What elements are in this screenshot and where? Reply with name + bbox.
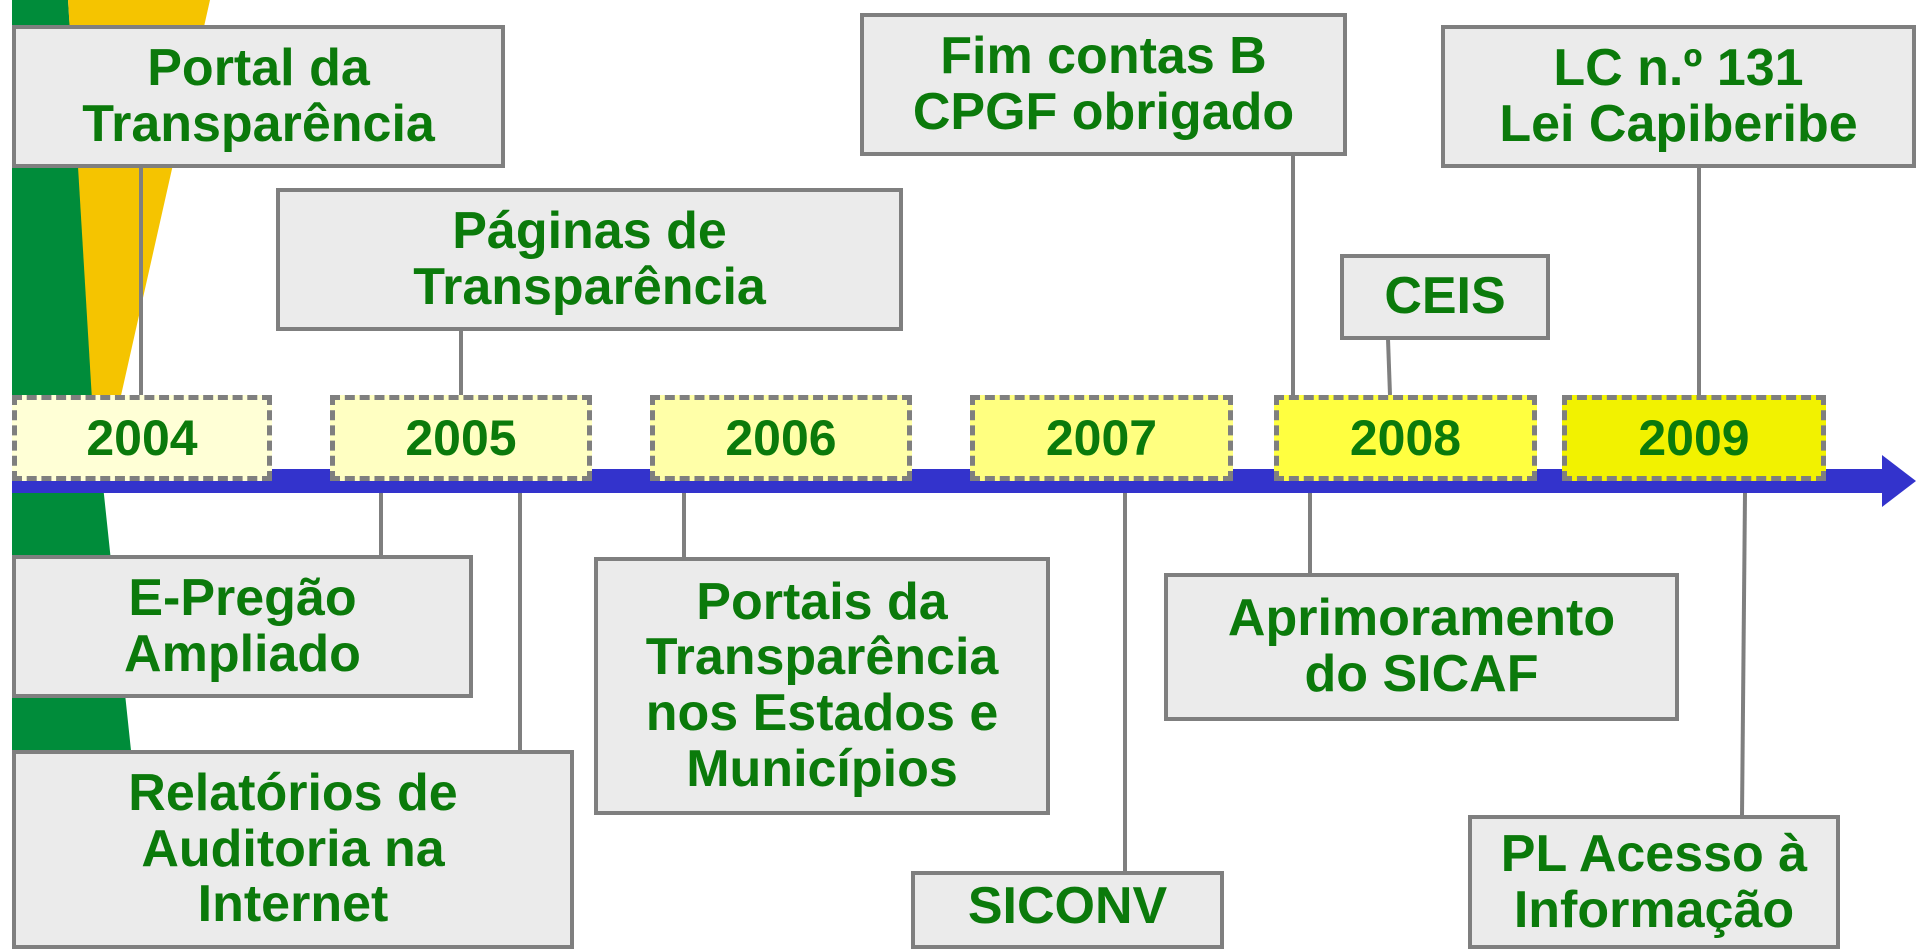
- event-pl-acesso-informacao: PL Acesso à Informação: [1468, 815, 1840, 949]
- event-paginas-transparencia: Páginas de Transparência: [276, 188, 903, 331]
- year-label: 2008: [1349, 410, 1462, 466]
- year-label: 2009: [1638, 410, 1750, 466]
- event-ceis: CEIS: [1340, 254, 1550, 340]
- year-label: 2007: [1045, 410, 1158, 466]
- event-portais-estados-municipios: Portais da Transparência nos Estados e M…: [594, 557, 1050, 815]
- year-2007: 2007: [970, 395, 1233, 481]
- year-label: 2004: [86, 410, 198, 466]
- year-2005: 2005: [330, 395, 592, 481]
- event-relatorios-auditoria: Relatórios de Auditoria na Internet: [12, 750, 574, 949]
- event-portal-transparencia: Portal da Transparência: [12, 25, 505, 168]
- event-fim-contas-b: Fim contas B CPGF obrigado: [860, 13, 1347, 156]
- year-label: 2005: [405, 410, 517, 466]
- axis-arrow-head: [1882, 455, 1916, 507]
- connector-lines: [139, 156, 1747, 872]
- connector-ceis: [1386, 338, 1392, 396]
- connector-pl: [1740, 492, 1747, 817]
- year-label: 2006: [725, 410, 837, 466]
- year-2008: 2008: [1274, 395, 1537, 481]
- event-aprimoramento-sicaf: Aprimoramento do SICAF: [1164, 573, 1679, 721]
- event-lc-131: LC n.º 131 Lei Capiberibe: [1441, 25, 1916, 168]
- event-e-pregao: E-Pregão Ampliado: [12, 555, 473, 698]
- year-2009: 2009: [1562, 395, 1826, 481]
- year-2004: 2004: [12, 395, 272, 481]
- event-siconv: SICONV: [911, 871, 1224, 949]
- year-2006: 2006: [650, 395, 912, 481]
